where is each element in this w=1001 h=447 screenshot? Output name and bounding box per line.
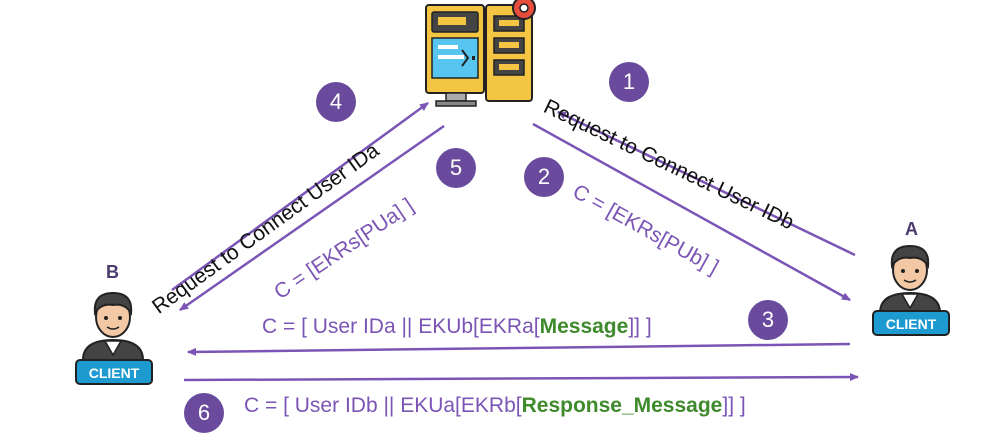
arrow-step-3 xyxy=(187,342,851,356)
step-badge-2: 2 xyxy=(524,157,564,197)
client-a-icon xyxy=(878,244,942,314)
step-badge-3: 3 xyxy=(748,300,788,340)
arrow-step-4 xyxy=(171,101,429,292)
arrow-step-6 xyxy=(183,373,859,382)
client-a-tag: CLIENT xyxy=(872,310,950,336)
client-b-tag: CLIENT xyxy=(75,359,153,385)
client-b-icon xyxy=(81,291,145,361)
step-badge-4: 4 xyxy=(316,82,356,122)
svg-text:CLIENT: CLIENT xyxy=(886,316,937,332)
step-6-message-prefix: C = [ User IDb || EKUa[EKRb[ xyxy=(244,394,522,417)
svg-text:CLIENT: CLIENT xyxy=(89,365,140,381)
step-3-message-prefix: C = [ User IDa || EKUb[EKRa[ xyxy=(262,315,540,338)
arrow-step-1 xyxy=(557,110,856,257)
step-3-message-highlight: Message xyxy=(539,315,629,338)
client-b-letter: B xyxy=(106,262,119,282)
step-6-message: C = [ User IDb || EKUa[EKRb[Response_Mes… xyxy=(244,394,746,418)
step-badge-5: 5 xyxy=(436,148,476,188)
arrow-step-2 xyxy=(532,122,851,302)
client-a-letter: A xyxy=(905,219,918,239)
step-6-message-highlight: Response_Message xyxy=(521,394,723,417)
step-badge-6: 6 xyxy=(184,393,224,433)
server-icon xyxy=(425,0,536,107)
step-3-message: C = [ User IDa || EKUb[EKRa[Message]] ] xyxy=(262,315,652,339)
step-3-message-suffix: ]] ] xyxy=(628,315,652,338)
arrow-step-5 xyxy=(179,124,445,312)
step-badge-1: 1 xyxy=(609,62,649,102)
step-6-message-suffix: ]] ] xyxy=(722,394,746,417)
